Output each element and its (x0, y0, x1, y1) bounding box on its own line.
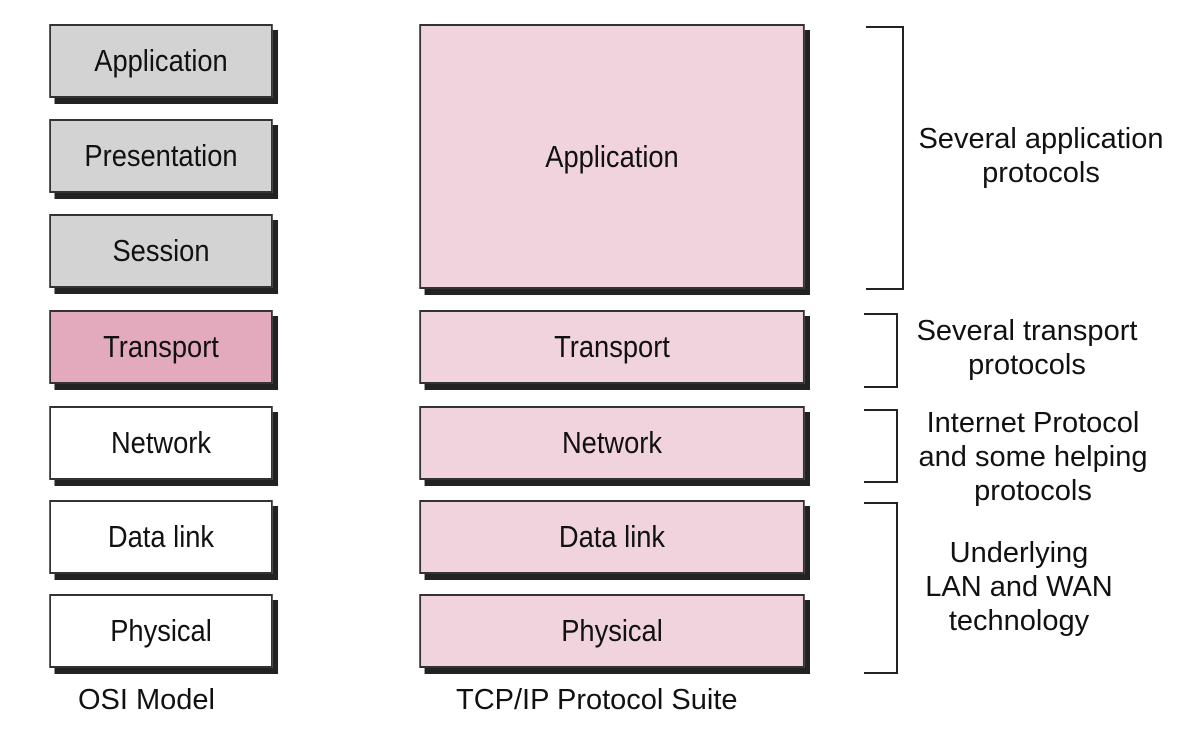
note-transport-protocols: Several transport protocols (916, 315, 1138, 381)
note-underlying-technology: Underlying LAN and WAN technology (925, 537, 1113, 637)
osi-layer-application: Application (49, 24, 273, 98)
osi-layer-presentation: Presentation (49, 119, 273, 193)
bracket-transport (864, 313, 898, 388)
osi-layer-network: Network (49, 406, 273, 480)
osi-layer-data-link: Data link (49, 500, 273, 574)
osi-layer-session: Session (49, 214, 273, 288)
tcpip-layer-transport: Transport (419, 310, 805, 384)
note-internet-protocol: Internet Protocol and some helping proto… (918, 407, 1148, 507)
bracket-network (864, 409, 898, 483)
osi-caption: OSI Model (78, 684, 215, 716)
tcpip-layer-application: Application (419, 24, 805, 289)
tcpip-caption: TCP/IP Protocol Suite (456, 684, 738, 716)
tcpip-layer-network: Network (419, 406, 805, 480)
tcpip-layer-data-link: Data link (419, 500, 805, 574)
tcpip-layer-physical: Physical (419, 594, 805, 668)
note-application-protocols: Several application protocols (918, 123, 1164, 189)
osi-layer-physical: Physical (49, 594, 273, 668)
bracket-application (866, 26, 904, 290)
bracket-underlying (864, 502, 898, 674)
osi-layer-transport: Transport (49, 310, 273, 384)
